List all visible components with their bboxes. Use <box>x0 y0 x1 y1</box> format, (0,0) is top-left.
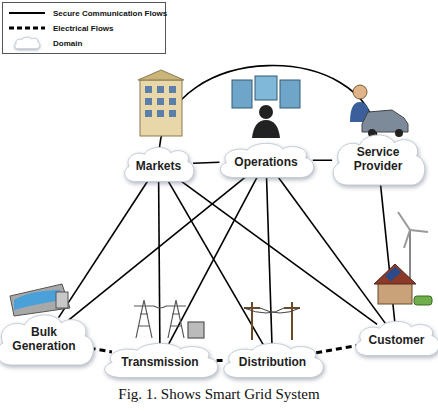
domain-label: Distribution <box>239 356 306 370</box>
domain-label: Markets <box>136 160 181 174</box>
domain-label: Service Provider <box>347 146 409 174</box>
domain-cloud: Customer <box>350 318 438 359</box>
building-icon <box>138 70 184 136</box>
communication-flow <box>59 180 149 318</box>
communication-flow <box>313 159 332 161</box>
domain-cloud: Service Provider <box>327 130 429 190</box>
control-room-icon <box>232 76 300 138</box>
domain-cloud: Bulk Generation <box>0 310 98 370</box>
communication-flow <box>177 178 377 324</box>
electrical-flow <box>316 345 358 353</box>
domain-cloud: Operations <box>214 140 318 181</box>
domain-label: Transmission <box>121 356 198 370</box>
legend-label: Electrical Flows <box>53 24 113 33</box>
legend-sample <box>13 36 41 50</box>
legend-row: Electrical Flows <box>7 21 113 35</box>
domain-label: Operations <box>234 156 297 170</box>
legend-row: Secure Communication Flows <box>7 6 167 20</box>
domain-label: Bulk Generation <box>11 326 77 354</box>
distribution-pole-icon <box>244 302 300 340</box>
domain-label: Customer <box>368 334 424 348</box>
transmission-tower-icon <box>134 300 204 338</box>
electrical-flow <box>217 359 223 362</box>
communication-flow <box>193 161 219 164</box>
communication-flow <box>159 66 377 149</box>
legend-row: Domain <box>7 36 82 50</box>
legend-sample <box>7 21 47 35</box>
service-provider-icon <box>350 85 408 137</box>
legend-label: Secure Communication Flows <box>53 9 167 18</box>
generation-plant-icon <box>10 284 70 316</box>
communication-flow <box>159 180 160 344</box>
figure-caption: Fig. 1. Shows Smart Grid System <box>0 386 438 403</box>
legend-sample <box>7 6 47 20</box>
legend-box: Secure Communication FlowsElectrical Flo… <box>2 2 166 54</box>
domain-cloud: Distribution <box>217 340 328 381</box>
communication-flow <box>69 175 248 320</box>
domain-cloud: Transmission <box>97 340 223 381</box>
communication-flow <box>168 176 257 344</box>
communication-flow <box>277 176 385 323</box>
communication-flow <box>267 176 272 344</box>
customer-icon <box>374 212 432 305</box>
legend-label: Domain <box>53 39 82 48</box>
domain-cloud: Markets <box>120 144 197 185</box>
